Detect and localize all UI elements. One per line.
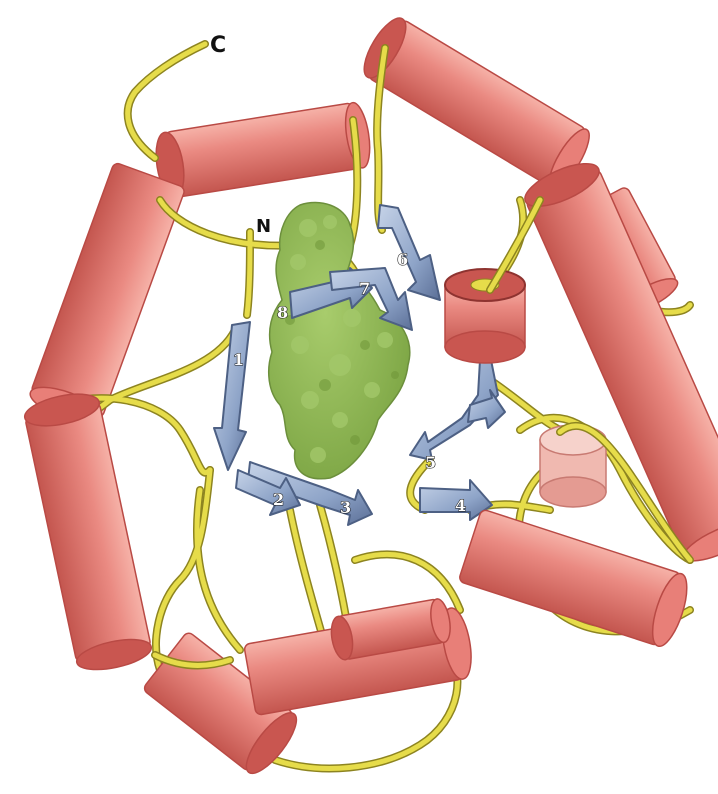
strand-label-2: 2	[273, 490, 284, 509]
n-terminus-label: N	[256, 216, 271, 237]
helix-center-short	[445, 269, 525, 363]
strand-label-6: 6	[397, 250, 408, 269]
strand-label-1: 1	[233, 350, 244, 369]
helix-bottom-center	[244, 597, 476, 715]
helix-left-lower	[22, 388, 154, 675]
strand-label-3: 3	[340, 498, 351, 517]
strand-label-7: 7	[359, 279, 370, 298]
helix-top-center	[152, 101, 374, 200]
helix-upper-right	[356, 12, 596, 193]
strand-label-5: 5	[425, 453, 436, 472]
strand-label-8: 8	[277, 303, 288, 322]
strand-label-4: 4	[455, 496, 466, 515]
c-terminus-label: C	[210, 33, 226, 58]
ligand-blob	[269, 202, 410, 478]
